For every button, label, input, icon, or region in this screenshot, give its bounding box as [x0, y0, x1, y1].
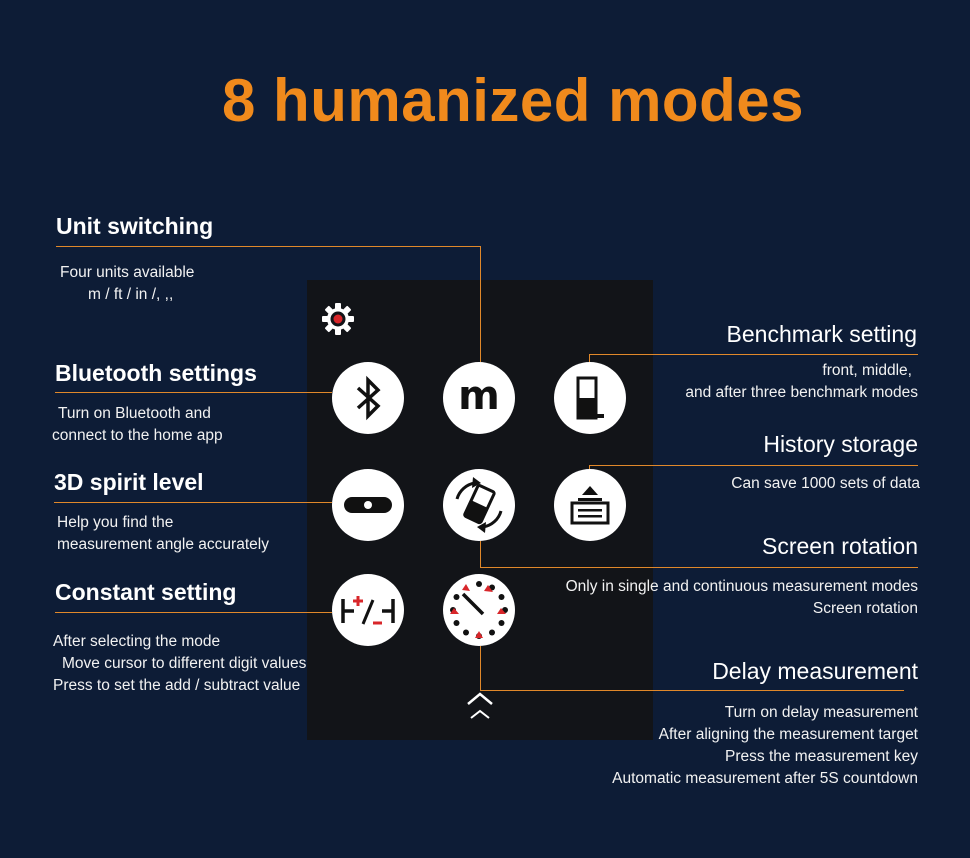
- unit-m-icon: m: [458, 373, 500, 419]
- rotation-desc: Only in single and continuous measuremen…: [565, 578, 918, 617]
- rotation-heading: Screen rotation: [762, 533, 918, 559]
- gear-icon[interactable]: [320, 301, 356, 337]
- constant-heading: Constant setting: [55, 579, 237, 605]
- unit-desc: Four units available m / ft / in /, ,,: [60, 264, 195, 303]
- history-storage-icon: [570, 486, 610, 525]
- benchmark-heading: Benchmark setting: [726, 321, 917, 347]
- bluetooth-desc: Turn on Bluetooth and connect to the hom…: [52, 405, 223, 444]
- constant-desc: After selecting the mode Move cursor to …: [53, 633, 307, 694]
- delay-timer-icon: [450, 581, 508, 639]
- connector-bluetooth: [55, 392, 332, 393]
- history-mode-button[interactable]: [554, 469, 626, 541]
- constant-mode-button[interactable]: [332, 574, 404, 646]
- bluetooth-mode-button[interactable]: [332, 362, 404, 434]
- spirit-level-icon: [344, 497, 392, 513]
- benchmark-icon: [576, 376, 604, 420]
- connector-constant: [55, 612, 332, 613]
- connector-rotation-vertical: [480, 541, 481, 567]
- level-mode-button[interactable]: [332, 469, 404, 541]
- bluetooth-heading: Bluetooth settings: [55, 360, 257, 386]
- unit-heading: Unit switching: [56, 213, 214, 239]
- connector-unit-vertical: [480, 246, 481, 362]
- delay-desc: Turn on delay measurement After aligning…: [612, 704, 918, 787]
- delay-mode-button[interactable]: [443, 574, 515, 646]
- history-heading: History storage: [763, 431, 918, 457]
- connector-delay: [480, 690, 904, 691]
- connector-benchmark: [589, 354, 918, 355]
- unit-mode-button[interactable]: m: [443, 362, 515, 434]
- connector-benchmark-vertical: [589, 354, 590, 362]
- constant-add-subtract-icon: [341, 596, 395, 625]
- connector-level: [54, 502, 332, 503]
- level-heading: 3D spirit level: [54, 469, 204, 495]
- screen-rotation-icon: [455, 477, 503, 533]
- level-desc: Help you find the measurement angle accu…: [57, 514, 269, 553]
- connector-history: [589, 465, 918, 466]
- benchmark-mode-button[interactable]: [554, 362, 626, 434]
- page-title: 8 humanized modes: [222, 67, 804, 134]
- history-desc: Can save 1000 sets of data: [731, 475, 920, 492]
- connector-delay-vertical: [480, 646, 481, 690]
- delay-heading: Delay measurement: [712, 658, 918, 684]
- rotation-mode-button[interactable]: [443, 469, 515, 541]
- connector-history-vertical: [589, 465, 590, 469]
- bluetooth-icon: [356, 375, 381, 421]
- benchmark-desc: front, middle, and after three benchmark…: [685, 362, 918, 401]
- chevron-up-icon[interactable]: [465, 692, 495, 724]
- connector-rotation: [480, 567, 918, 568]
- connector-unit: [56, 246, 480, 247]
